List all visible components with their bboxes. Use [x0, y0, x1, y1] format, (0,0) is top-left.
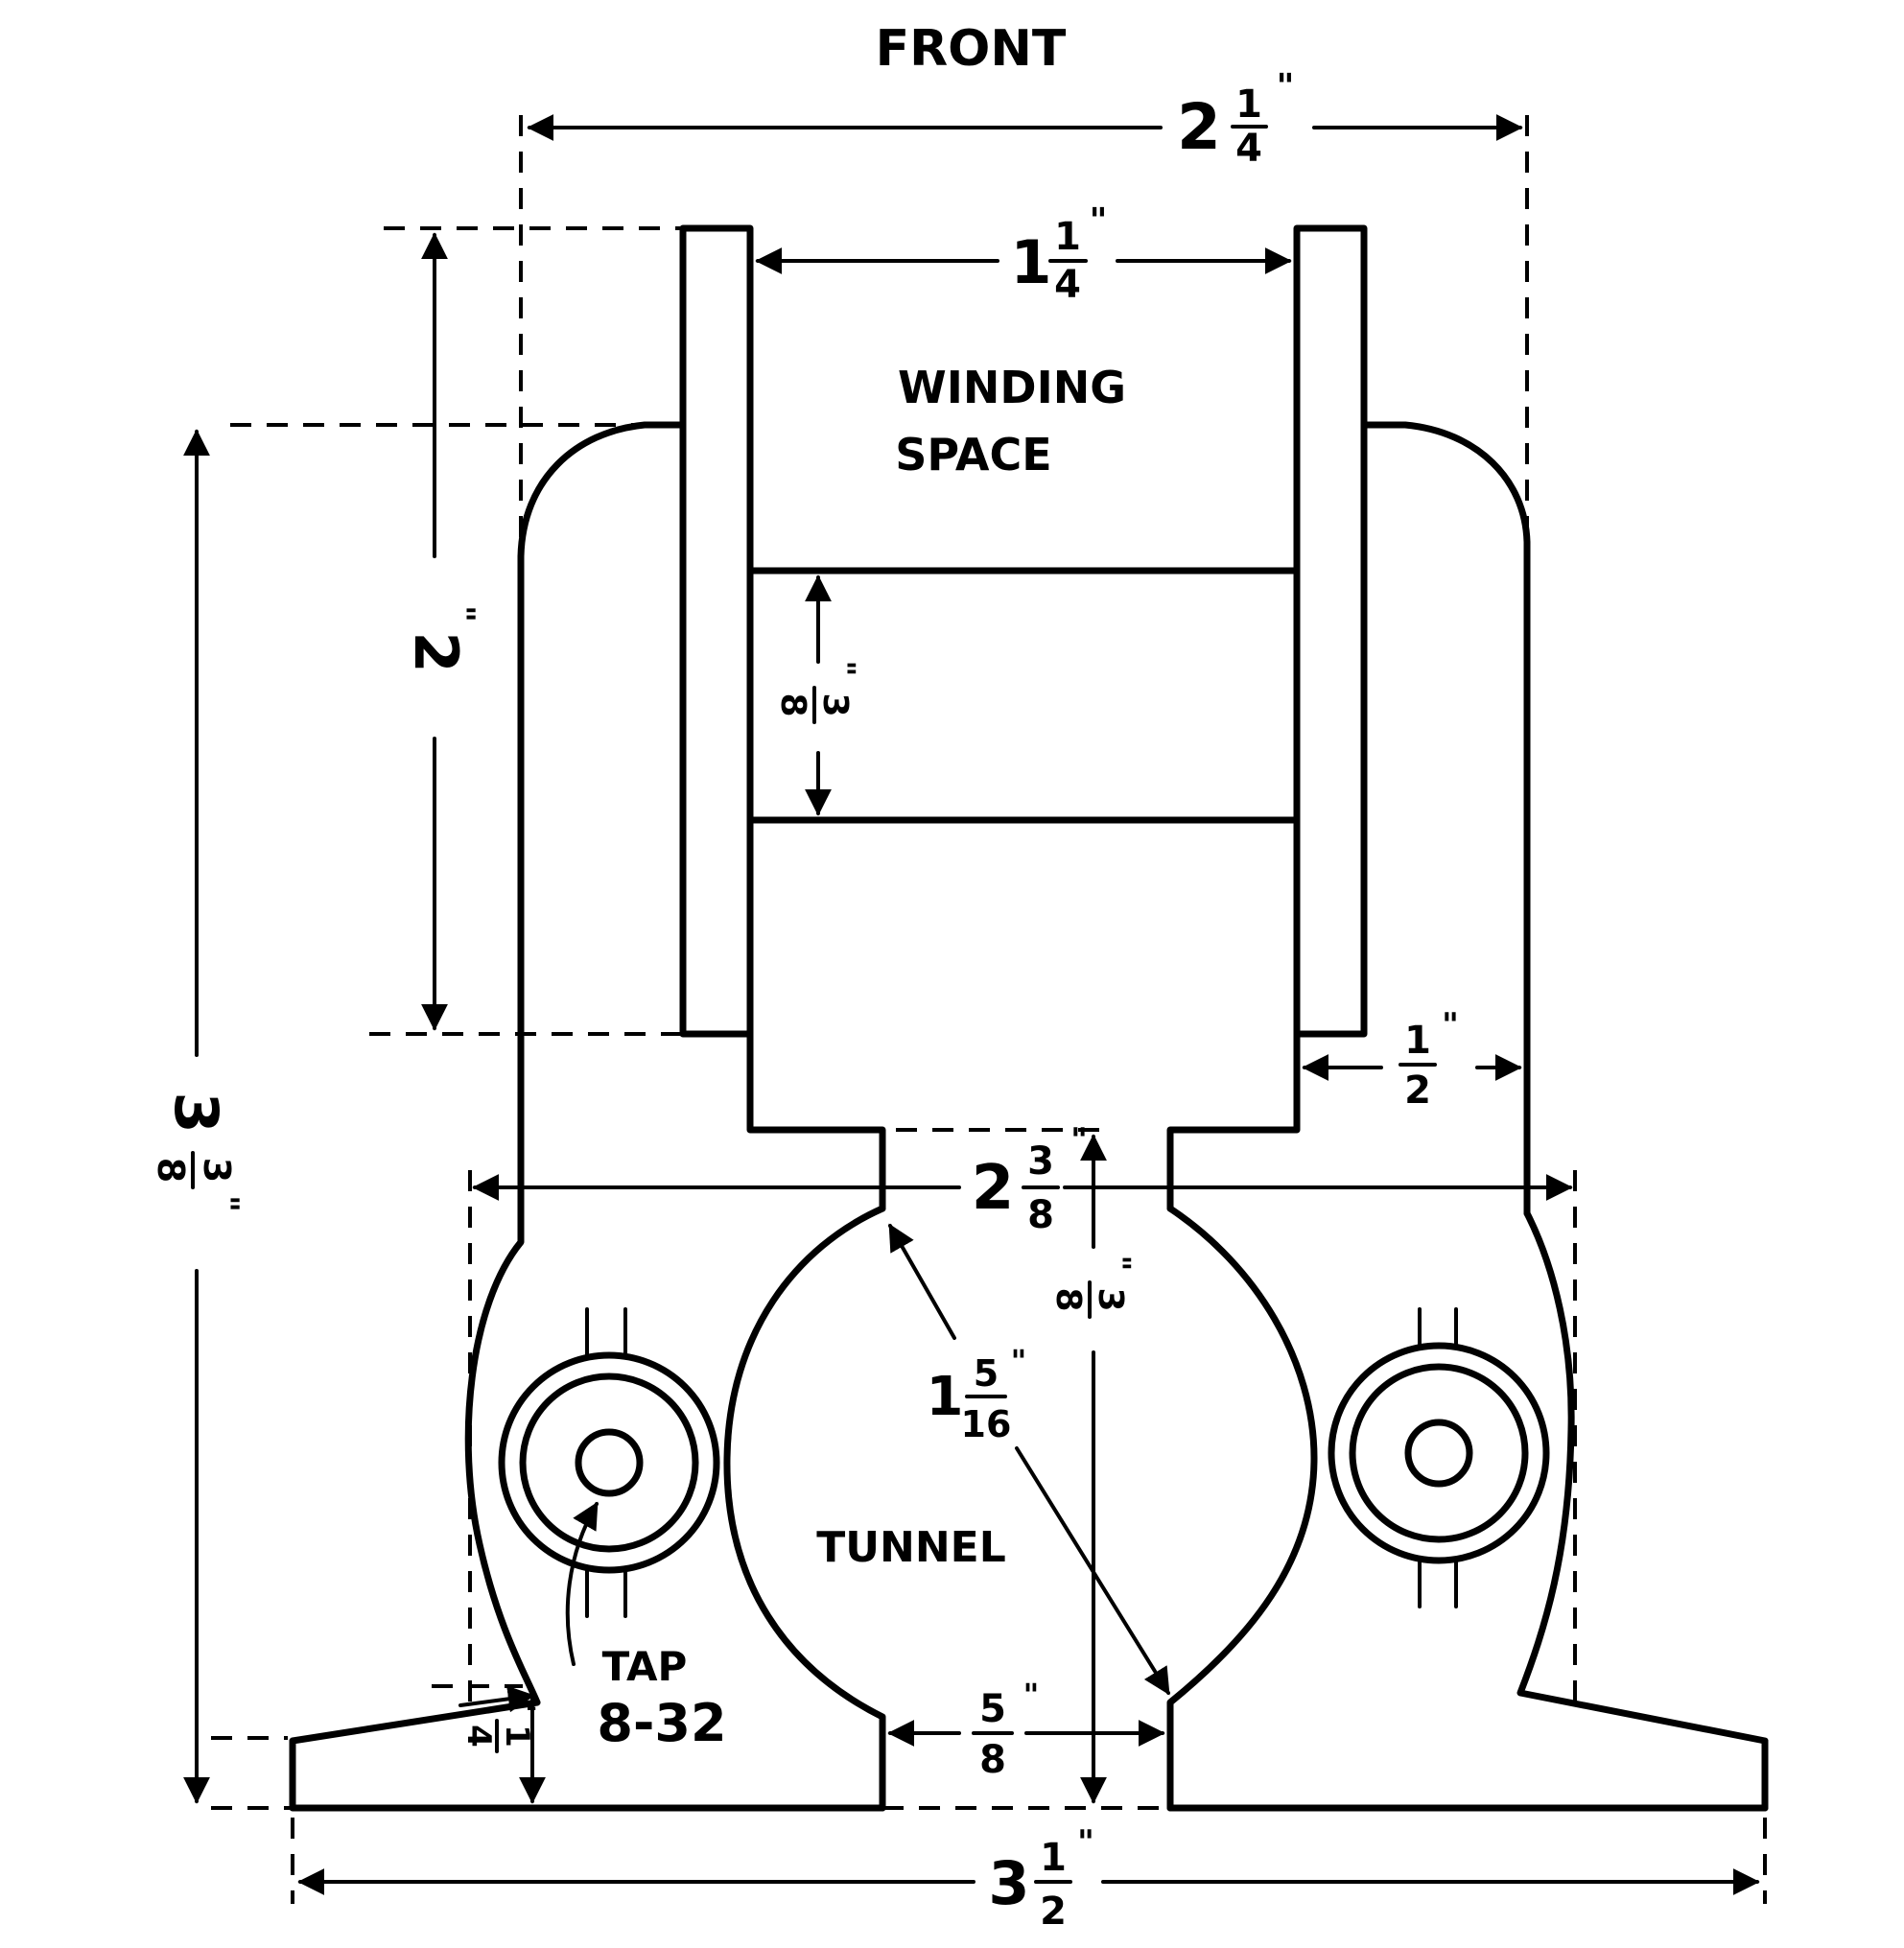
dim-base-width: 3 1 2 " [988, 1823, 1093, 1934]
svg-text:": " [1023, 1677, 1040, 1713]
svg-text:": " [1077, 1823, 1094, 1862]
dim-left-height: 2 " [401, 605, 482, 672]
dim-overall-height: 3 3 8 " [150, 1091, 246, 1211]
winding-space-label-line1: WINDING [898, 362, 1126, 413]
svg-text:": " [826, 661, 862, 677]
svg-text:16: 16 [961, 1403, 1012, 1445]
dimension-lines [183, 114, 1760, 1895]
svg-text:3: 3 [161, 1091, 231, 1133]
extension-lines [211, 115, 1767, 1904]
tap-label-line1: TAP [602, 1643, 688, 1690]
svg-text:3: 3 [815, 692, 855, 716]
dim-overall-top-width: 2 1 4 " [1177, 67, 1294, 171]
right-tap-hole [1328, 1307, 1550, 1608]
svg-text:1: 1 [1054, 215, 1081, 259]
winding-space-label-line2: SPACE [895, 429, 1051, 481]
svg-text:1: 1 [1040, 1836, 1067, 1880]
svg-text:1: 1 [927, 1366, 964, 1428]
dim-flange-offset: 1 2 " [1399, 1006, 1459, 1113]
svg-text:8: 8 [150, 1158, 192, 1183]
dim-tunnel-width: 1 5 16 " [927, 1343, 1027, 1445]
svg-text:4: 4 [1054, 263, 1081, 307]
svg-text:8: 8 [1027, 1193, 1054, 1237]
svg-text:": " [1101, 1256, 1138, 1272]
svg-text:": " [1442, 1006, 1459, 1044]
svg-text:1: 1 [1235, 82, 1262, 127]
svg-text:1: 1 [1010, 227, 1051, 297]
svg-text:3: 3 [1091, 1287, 1130, 1311]
svg-text:4: 4 [1235, 127, 1262, 171]
frame-outline [289, 224, 1769, 1812]
svg-text:4: 4 [459, 1725, 498, 1748]
svg-text:2: 2 [1177, 90, 1221, 164]
left-tap-hole [498, 1307, 720, 1618]
svg-text:3: 3 [988, 1848, 1029, 1918]
svg-text:8: 8 [1048, 1287, 1088, 1311]
svg-text:": " [1277, 67, 1295, 106]
svg-text:2: 2 [401, 631, 471, 672]
svg-text:": " [207, 1195, 246, 1212]
tunnel-label: TUNNEL [816, 1523, 1005, 1572]
svg-text:2: 2 [972, 1153, 1015, 1224]
svg-text:": " [1090, 201, 1108, 241]
dim-tunnel-height: 3 8 " [1048, 1256, 1138, 1319]
svg-text:2: 2 [1404, 1068, 1431, 1113]
svg-text:1: 1 [498, 1725, 536, 1748]
svg-text:8: 8 [979, 1738, 1006, 1782]
tap-label-line2: 8-32 [597, 1693, 726, 1753]
svg-text:": " [1070, 1121, 1088, 1160]
svg-text:": " [506, 1698, 540, 1713]
svg-text:3: 3 [1027, 1139, 1054, 1184]
dim-base-thickness: 1 4 " [459, 1698, 540, 1753]
dim-inner-width: 1 1 4 " [1010, 201, 1107, 307]
dim-mid-width: 2 3 8 " [972, 1121, 1088, 1237]
svg-text:3: 3 [196, 1158, 238, 1183]
svg-text:": " [443, 605, 482, 622]
svg-text:8: 8 [773, 692, 812, 716]
svg-text:": " [1011, 1343, 1027, 1379]
svg-text:5: 5 [979, 1687, 1006, 1731]
svg-text:1: 1 [1404, 1019, 1431, 1063]
dim-gap: 5 8 " [972, 1677, 1040, 1782]
dim-core-height: 3 8 " [773, 661, 862, 724]
front-label: FRONT [876, 20, 1067, 78]
svg-text:5: 5 [974, 1352, 999, 1395]
svg-text:2: 2 [1040, 1889, 1067, 1934]
